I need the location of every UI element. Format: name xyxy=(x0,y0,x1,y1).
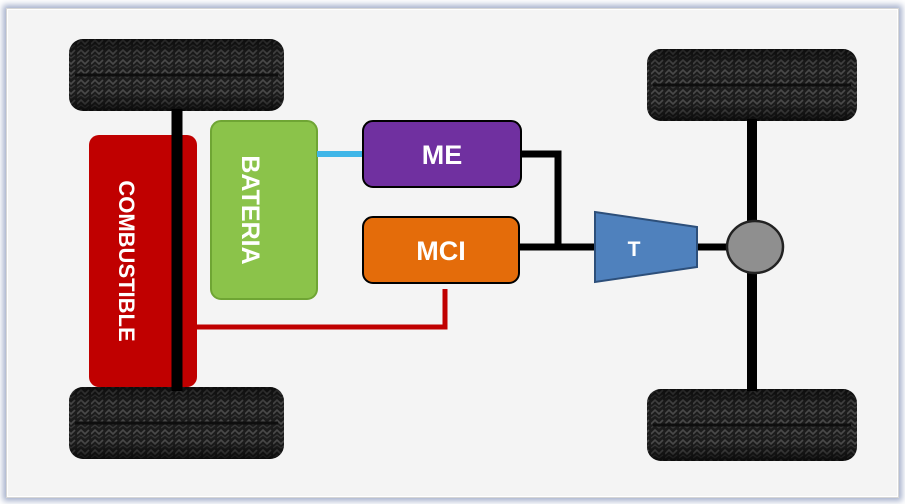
electric-motor-label: ME xyxy=(422,140,463,170)
fuel-tank-label: COMBUSTIBLE xyxy=(114,180,139,341)
powertrain-diagram: COMBUSTIBLE BATERIA ME MCI T xyxy=(69,39,857,461)
tire-icon xyxy=(69,39,284,111)
transmission xyxy=(594,210,698,284)
transmission-label: T xyxy=(628,238,641,261)
fuel-tank xyxy=(89,135,197,387)
electric-motor xyxy=(362,120,522,188)
tire-icon xyxy=(647,389,857,461)
combustion-engine-label: MCI xyxy=(416,236,466,266)
me-shaft xyxy=(521,150,562,247)
battery xyxy=(210,120,318,300)
combustion-engine xyxy=(362,216,520,284)
differential xyxy=(725,219,785,275)
battery-label: BATERIA xyxy=(236,155,264,264)
tire-icon xyxy=(69,387,284,459)
tire-icon xyxy=(647,49,857,121)
fuel-line xyxy=(197,289,448,330)
diagram-frame: COMBUSTIBLE BATERIA ME MCI T xyxy=(6,8,899,498)
